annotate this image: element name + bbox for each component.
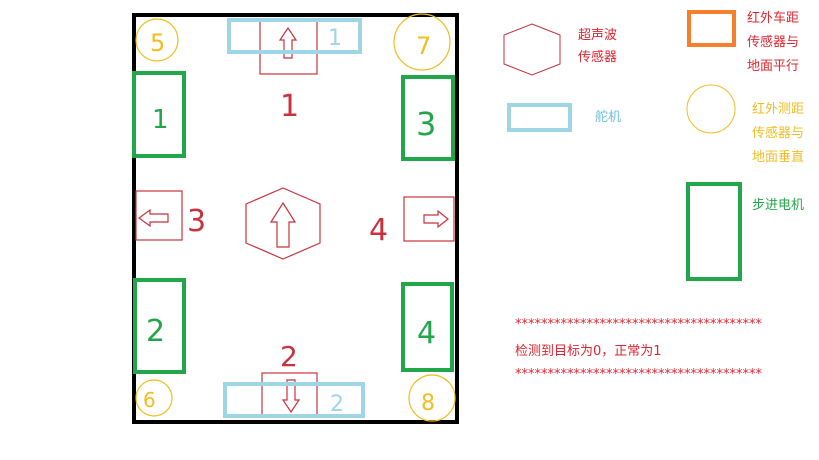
legend-ir-parallel-swatch	[687, 10, 736, 47]
motor-rear-right: 4	[401, 282, 454, 372]
note-block: ************************************** 检…	[515, 317, 763, 382]
motor-front-right: 3	[401, 75, 455, 161]
legend-line: 传感器与	[747, 34, 799, 50]
ir-vertical-label-7: 7	[416, 32, 431, 60]
note-stars-bottom: **************************************	[515, 367, 763, 382]
legend-line: 传感器与	[752, 125, 804, 141]
legend-line: 地面平行	[747, 59, 799, 74]
hexagon-icon	[245, 187, 321, 260]
ultrasonic-rear: 2	[261, 340, 318, 418]
motor-front-left: 1	[132, 71, 186, 158]
ir-vertical-sensor-7: 7	[393, 13, 451, 71]
servo-rear: 2	[223, 382, 365, 418]
legend: 超声波传感器 舵机 红外车距传感器与地面平行 红外测距传感器与地面垂直 步进电机	[503, 10, 804, 281]
legend-line: 超声波	[578, 28, 617, 43]
ultrasonic-left: 3	[135, 190, 206, 241]
arrow-up-icon	[269, 201, 297, 248]
servo-label-1: 1	[328, 26, 342, 51]
ultrasonic-center	[245, 187, 321, 260]
legend-ir-vertical-circle-icon	[686, 84, 736, 134]
ir-vertical-sensor-5: 5	[135, 18, 179, 62]
legend-servo-swatch	[507, 103, 572, 132]
legend-line: 地面垂直	[752, 150, 804, 165]
legend-ultrasonic-hexagon-icon	[503, 23, 561, 76]
motor-label-4: 4	[417, 316, 436, 351]
ultrasonic-front: 1	[259, 19, 318, 124]
chassis-frame	[132, 13, 459, 424]
legend-servo-label: 舵机	[595, 110, 621, 125]
ir-vertical-label-5: 5	[150, 29, 165, 57]
ir-vertical-sensor-8: 8	[408, 374, 456, 422]
legend-ir-parallel-label: 红外车距传感器与地面平行	[747, 10, 799, 74]
note-stars-top: **************************************	[515, 317, 763, 332]
legend-ultrasonic-label: 超声波传感器	[578, 28, 617, 65]
motor-label-1: 1	[152, 105, 169, 135]
arrow-up-icon	[278, 26, 298, 59]
ultrasonic-label-3: 3	[187, 204, 206, 239]
legend-motor-label: 步进电机	[752, 198, 804, 213]
legend-ir-vertical-label: 红外测距传感器与地面垂直	[752, 101, 804, 165]
motor-label-3: 3	[416, 105, 436, 143]
ultrasonic-label-1: 1	[280, 89, 299, 124]
legend-line: 红外车距	[747, 10, 799, 26]
motor-label-2: 2	[146, 314, 165, 349]
ir-vertical-sensor-6: 6	[135, 379, 173, 417]
motor-rear-left: 2	[133, 278, 186, 374]
legend-line: 传感器	[578, 49, 617, 65]
ultrasonic-right: 4	[369, 196, 455, 248]
ultrasonic-label-2: 2	[280, 340, 298, 373]
ir-vertical-label-8: 8	[421, 391, 435, 416]
note-text: 检测到目标为0，正常为1	[515, 344, 662, 359]
ir-vertical-label-6: 6	[143, 388, 156, 412]
ultrasonic-label-4: 4	[369, 213, 388, 248]
arrow-right-icon	[423, 209, 449, 229]
arrow-left-icon	[137, 208, 169, 228]
legend-motor-swatch	[686, 182, 742, 281]
servo-front: 1	[227, 18, 362, 54]
servo-label-2: 2	[330, 392, 344, 417]
legend-line: 红外测距	[752, 101, 804, 117]
